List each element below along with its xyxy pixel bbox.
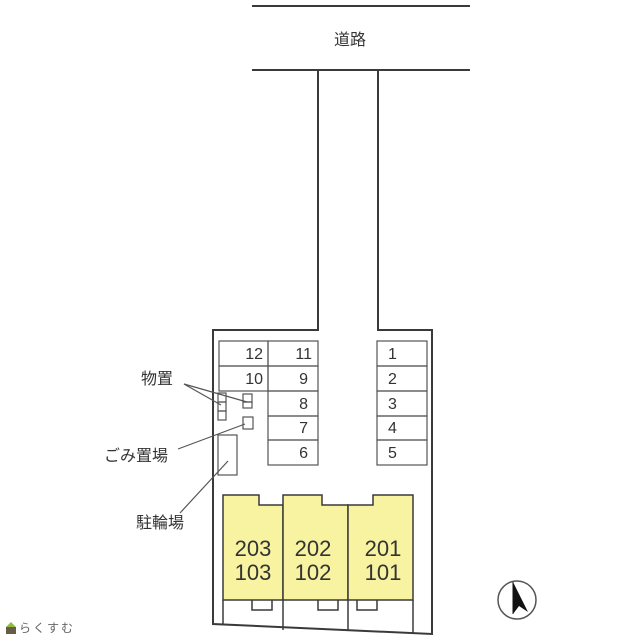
parking-space-10: 10: [245, 371, 263, 388]
parking-space-8: 8: [299, 396, 308, 413]
unit-203-lower: 103: [235, 560, 272, 585]
parking-space-5: 5: [388, 445, 397, 462]
parking-space-2: 2: [388, 371, 397, 388]
parking-space-9: 9: [299, 371, 308, 388]
unit-202-upper: 202: [295, 536, 332, 561]
parking-space-1: 1: [388, 346, 397, 363]
parking-space-11: 11: [295, 346, 312, 363]
unit-202-lower: 102: [295, 560, 332, 585]
parking-space-7: 7: [299, 420, 308, 437]
parking-space-3: 3: [388, 396, 397, 413]
bicycle-label: 駐輪場: [136, 513, 184, 532]
unit-201-lower: 101: [365, 560, 402, 585]
parking-space-4: 4: [388, 420, 397, 437]
storage-label: 物置: [141, 369, 173, 388]
north-arrow-icon: [497, 580, 537, 620]
parking-space-6: 6: [299, 445, 308, 462]
house-icon: [6, 621, 16, 634]
lot-outline: [212, 70, 433, 636]
bicycle-leader: [179, 460, 229, 514]
road-label: 道路: [334, 30, 366, 49]
garbage-label: ごみ置場: [104, 446, 168, 465]
parking-space-12: 12: [245, 346, 263, 363]
storage-leader-1: [183, 383, 222, 406]
garbage-leader: [177, 423, 246, 450]
brand-logo: らくすむ: [6, 619, 75, 636]
storage-sheds: [217, 392, 253, 421]
parking-block-right: [376, 340, 428, 466]
garbage-area: [242, 416, 254, 430]
brand-name: らくすむ: [19, 621, 76, 635]
unit-201-upper: 201: [365, 536, 402, 561]
building: [222, 494, 414, 633]
bicycle-parking: [217, 434, 238, 476]
storage-leader-2: [183, 383, 248, 403]
unit-203-upper: 203: [235, 536, 272, 561]
parking-block-left: [218, 340, 319, 466]
